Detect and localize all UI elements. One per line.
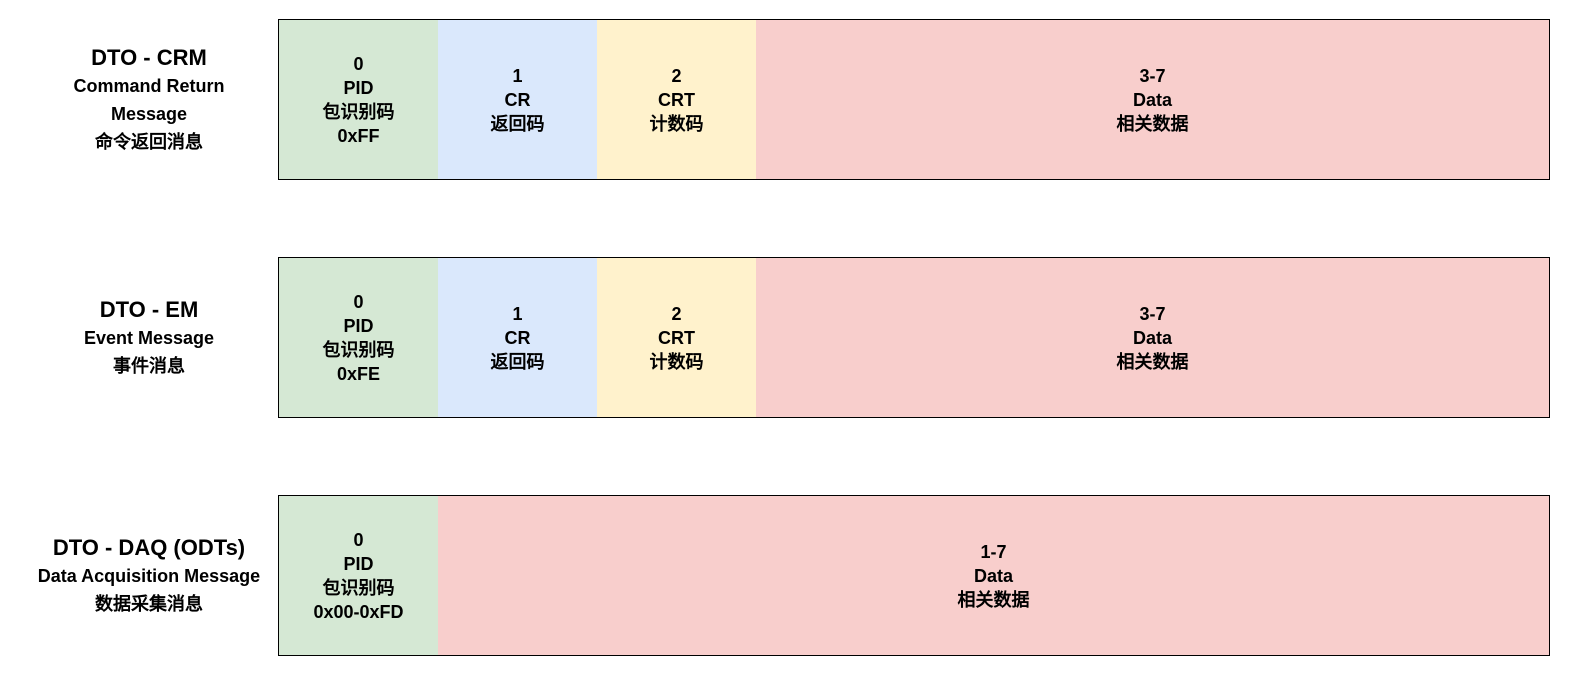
- field-cr: 1 CR 返回码: [438, 20, 597, 179]
- field-name: Data: [973, 565, 1013, 586]
- field-index: 0: [353, 529, 364, 550]
- field-index: 1: [512, 65, 523, 86]
- packet-subtitle: Event Message: [83, 327, 215, 348]
- packet-frame: 0 PID 包识别码 0x00-0xFD 1-7 Data 相关数据: [278, 495, 1550, 656]
- packet-subtitle-line-2: Message: [110, 103, 188, 124]
- field-name: Data: [1132, 327, 1172, 348]
- field-crt: 2 CRT 计数码: [597, 20, 756, 179]
- field-pid: 0 PID 包识别码 0x00-0xFD: [279, 496, 438, 655]
- field-chinese: 包识别码: [322, 577, 395, 598]
- field-index: 1: [512, 303, 523, 324]
- field-value: 0xFE: [336, 363, 381, 384]
- field-crt: 2 CRT 计数码: [597, 258, 756, 417]
- packet-chinese-name: 命令返回消息: [95, 131, 203, 152]
- field-name: CRT: [658, 89, 695, 110]
- packet-frame: 0 PID 包识别码 0xFE 1 CR 返回码 2 CRT 计数码 3-7 D…: [278, 257, 1550, 418]
- field-name: PID: [343, 553, 374, 574]
- packet-frame: 0 PID 包识别码 0xFF 1 CR 返回码 2 CRT 计数码 3-7 D…: [278, 19, 1550, 180]
- packet-title: DTO - DAQ (ODTs): [52, 534, 246, 560]
- field-chinese: 相关数据: [1116, 113, 1189, 134]
- packet-chinese-name: 数据采集消息: [95, 593, 203, 614]
- field-name: CRT: [658, 327, 695, 348]
- field-data: 1-7 Data 相关数据: [438, 496, 1549, 655]
- field-chinese: 包识别码: [322, 339, 395, 360]
- field-index: 3-7: [1139, 65, 1166, 86]
- packet-row-crm: DTO - CRM Command Return Message 命令返回消息 …: [0, 19, 1582, 180]
- packet-row-em: DTO - EM Event Message 事件消息 0 PID 包识别码 0…: [0, 257, 1582, 418]
- packet-label-daq: DTO - DAQ (ODTs) Data Acquisition Messag…: [20, 495, 278, 656]
- packet-row-daq: DTO - DAQ (ODTs) Data Acquisition Messag…: [0, 495, 1582, 656]
- field-value: 0x00-0xFD: [313, 601, 404, 622]
- field-chinese: 返回码: [490, 113, 545, 134]
- field-chinese: 计数码: [649, 113, 704, 134]
- field-value: 0xFF: [337, 125, 380, 146]
- field-index: 0: [353, 53, 364, 74]
- field-data: 3-7 Data 相关数据: [756, 258, 1549, 417]
- packet-title: DTO - EM: [99, 296, 199, 322]
- field-name: PID: [343, 315, 374, 336]
- field-data: 3-7 Data 相关数据: [756, 20, 1549, 179]
- field-name: CR: [504, 327, 531, 348]
- packet-chinese-name: 事件消息: [113, 355, 185, 376]
- field-name: PID: [343, 77, 374, 98]
- packet-label-crm: DTO - CRM Command Return Message 命令返回消息: [20, 19, 278, 180]
- field-index: 3-7: [1139, 303, 1166, 324]
- field-index: 1-7: [980, 541, 1007, 562]
- field-chinese: 相关数据: [957, 589, 1030, 610]
- field-chinese: 相关数据: [1116, 351, 1189, 372]
- field-index: 2: [671, 65, 682, 86]
- field-index: 2: [671, 303, 682, 324]
- field-cr: 1 CR 返回码: [438, 258, 597, 417]
- field-pid: 0 PID 包识别码 0xFF: [279, 20, 438, 179]
- field-chinese: 计数码: [649, 351, 704, 372]
- field-chinese: 返回码: [490, 351, 545, 372]
- packet-subtitle: Data Acquisition Message: [37, 565, 261, 586]
- field-chinese: 包识别码: [322, 101, 395, 122]
- field-name: CR: [504, 89, 531, 110]
- packet-title: DTO - CRM: [91, 44, 207, 70]
- field-name: Data: [1132, 89, 1172, 110]
- field-index: 0: [353, 291, 364, 312]
- packet-label-em: DTO - EM Event Message 事件消息: [20, 257, 278, 418]
- field-pid: 0 PID 包识别码 0xFE: [279, 258, 438, 417]
- packet-subtitle-line-1: Command Return: [73, 75, 225, 96]
